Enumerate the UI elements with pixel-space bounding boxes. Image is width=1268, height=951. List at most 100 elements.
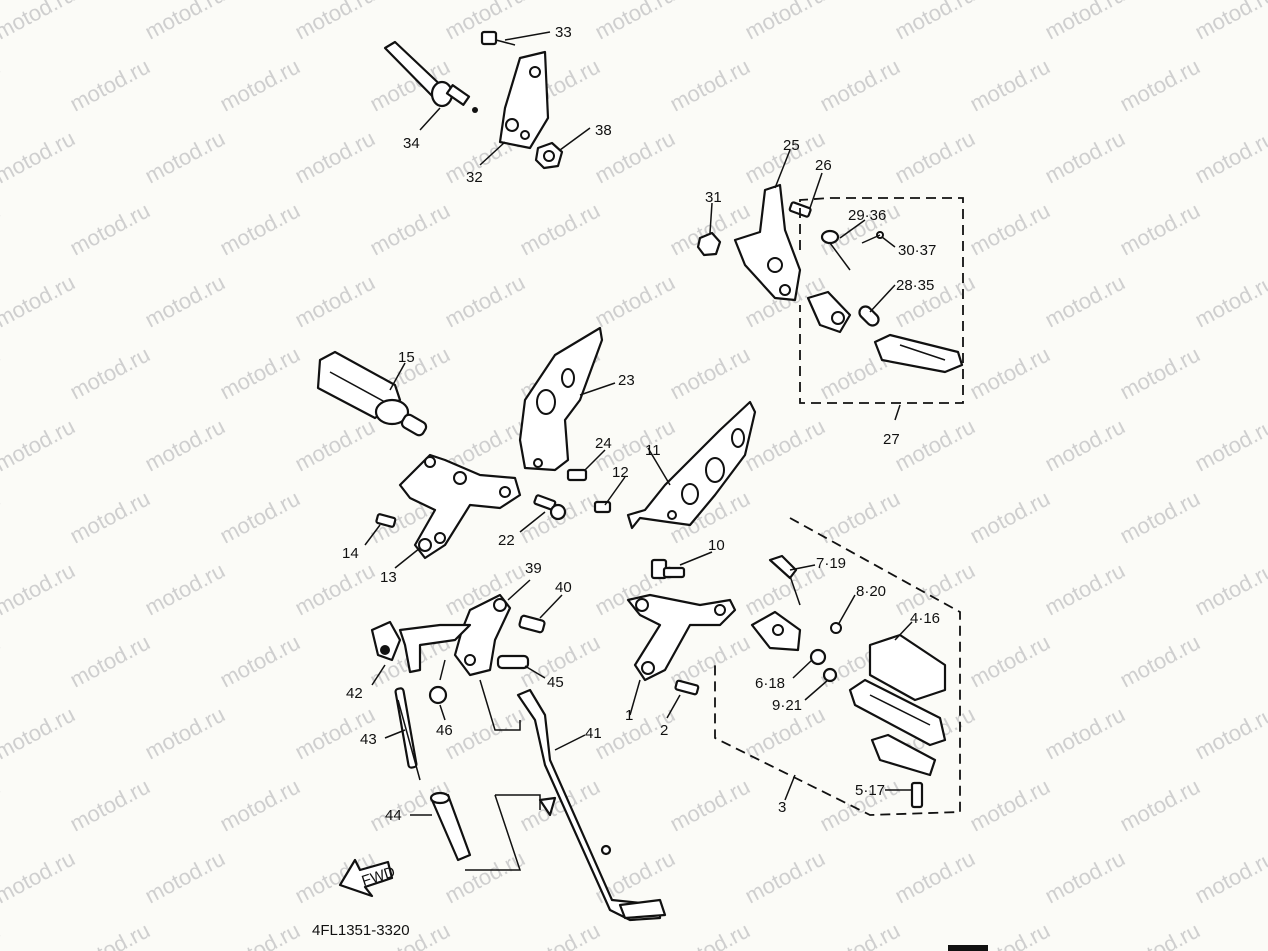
callout-28-35: 28·35 <box>896 277 934 294</box>
part-10-bolt <box>650 558 686 580</box>
callout-32: 32 <box>466 169 483 186</box>
part-46-nut <box>428 685 448 705</box>
part-15-footrest-rubber <box>316 350 428 437</box>
part-33-bolt <box>480 30 516 46</box>
watermark-text: motod.ru <box>666 918 754 951</box>
watermark-text: motod.ru <box>1041 126 1129 189</box>
watermark-text: motod.ru <box>666 342 754 405</box>
watermark-text: motod.ru <box>0 270 79 333</box>
watermark-text: motod.ru <box>0 918 4 951</box>
part-13-footrest-bracket <box>398 453 522 560</box>
callout-15: 15 <box>398 349 415 366</box>
watermark-text: motod.ru <box>1041 270 1129 333</box>
watermark-text: motod.ru <box>441 270 529 333</box>
callout-38: 38 <box>595 122 612 139</box>
callout-12: 12 <box>612 464 629 481</box>
watermark-text: motod.ru <box>741 846 829 909</box>
callout-9-21: 9·21 <box>772 697 802 714</box>
diagram-code: 4FL1351-3320 <box>312 922 410 939</box>
watermark-text: motod.ru <box>141 702 229 765</box>
callout-22: 22 <box>498 532 515 549</box>
stand-outline <box>439 659 541 871</box>
watermark-text: motod.ru <box>1191 558 1268 621</box>
watermark-text: motod.ru <box>891 126 979 189</box>
watermark-text: motod.ru <box>66 342 154 405</box>
watermark-text: motod.ru <box>1116 918 1204 951</box>
callout-44: 44 <box>385 807 402 824</box>
callout-40: 40 <box>555 579 572 596</box>
watermark-text: motod.ru <box>141 846 229 909</box>
part-14-bolt <box>375 513 397 528</box>
callout-24: 24 <box>595 435 612 452</box>
callout-2: 2 <box>660 722 668 739</box>
watermark-text: motod.ru <box>216 54 304 117</box>
watermark-text: motod.ru <box>66 54 154 117</box>
callout-43: 43 <box>360 731 377 748</box>
part-39-bracket <box>453 593 512 677</box>
callout-27: 27 <box>883 431 900 448</box>
watermark-text: motod.ru <box>141 0 229 44</box>
part-25-footrest-bracket <box>733 183 802 302</box>
callout-5-17: 5·17 <box>855 782 885 799</box>
watermark-text: motod.ru <box>591 0 679 44</box>
watermark-text: motod.ru <box>66 198 154 261</box>
watermark-text: motod.ru <box>216 774 304 837</box>
callout-26: 26 <box>815 157 832 174</box>
watermark-text: motod.ru <box>0 630 4 693</box>
callout-8-20: 8·20 <box>856 583 886 600</box>
watermark-text: motod.ru <box>966 198 1054 261</box>
watermark-text: motod.ru <box>966 486 1054 549</box>
watermark-text: motod.ru <box>291 270 379 333</box>
watermark-text: motod.ru <box>1041 414 1129 477</box>
watermark-text: motod.ru <box>66 918 154 951</box>
watermark-text: motod.ru <box>516 918 604 951</box>
watermark-text: motod.ru <box>216 630 304 693</box>
watermark-text: motod.ru <box>1191 270 1268 333</box>
callout-6-18: 6·18 <box>755 675 785 692</box>
callout-45: 45 <box>547 674 564 691</box>
part-1-footrest-bracket <box>626 593 737 682</box>
watermark-text: motod.ru <box>1116 630 1204 693</box>
watermark-text: motod.ru <box>1191 702 1268 765</box>
callout-30-37: 30·37 <box>898 242 936 259</box>
watermark-text: motod.ru <box>0 414 79 477</box>
watermark-text: motod.ru <box>891 414 979 477</box>
watermark-text: motod.ru <box>1191 126 1268 189</box>
watermark-text: motod.ru <box>1191 414 1268 477</box>
watermark-text: motod.ru <box>516 198 604 261</box>
watermark-text: motod.ru <box>0 702 79 765</box>
corner-bar <box>948 945 988 951</box>
part-2-bolt <box>674 679 700 696</box>
watermark-text: motod.ru <box>1116 486 1204 549</box>
watermark-text: motod.ru <box>1116 342 1204 405</box>
watermark-text: motod.ru <box>741 414 829 477</box>
watermark-text: motod.ru <box>816 54 904 117</box>
callout-1: 1 <box>625 707 633 724</box>
watermark-text: motod.ru <box>291 126 379 189</box>
watermark-text: motod.ru <box>741 0 829 44</box>
callout-13: 13 <box>380 569 397 586</box>
watermark-text: motod.ru <box>216 918 304 951</box>
watermark-text: motod.ru <box>216 198 304 261</box>
part-42-switch <box>370 620 472 674</box>
watermark-text: motod.ru <box>1191 0 1268 44</box>
watermark-text: motod.ru <box>0 198 4 261</box>
callout-10: 10 <box>708 537 725 554</box>
callout-4-16: 4·16 <box>910 610 940 627</box>
watermark-text: motod.ru <box>0 0 79 44</box>
watermark-text: motod.ru <box>0 126 79 189</box>
watermark-text: motod.ru <box>66 774 154 837</box>
watermark-text: motod.ru <box>591 270 679 333</box>
watermark-text: motod.ru <box>1191 846 1268 909</box>
part-27-footrest-group <box>799 197 964 404</box>
watermark-text: motod.ru <box>0 342 4 405</box>
watermark-text: motod.ru <box>0 774 4 837</box>
watermark-text: motod.ru <box>141 414 229 477</box>
callout-11: 11 <box>645 442 661 459</box>
part-24-bolt <box>566 468 588 482</box>
part-43-spring <box>394 687 421 781</box>
part-41-side-stand <box>516 688 667 922</box>
callout-14: 14 <box>342 545 359 562</box>
part-3-footrest-group <box>714 517 961 816</box>
callout-25: 25 <box>783 137 800 154</box>
